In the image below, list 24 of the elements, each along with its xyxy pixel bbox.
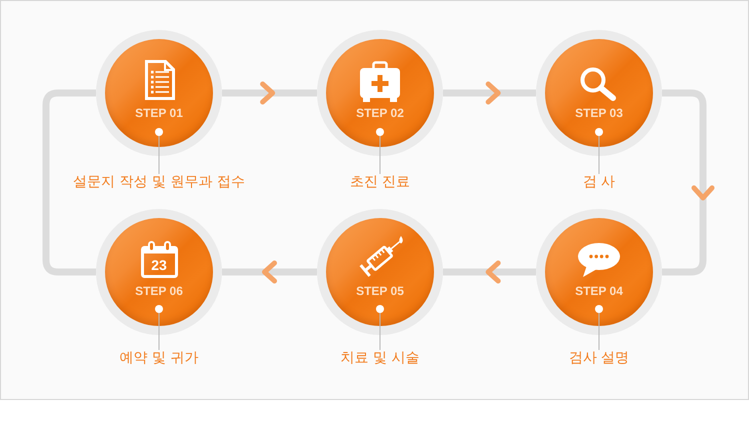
leader-dot xyxy=(595,128,603,136)
step-caption: 초진 진료 xyxy=(350,174,410,190)
step-caption: 예약 및 귀가 xyxy=(120,350,198,366)
leader-dot xyxy=(595,305,603,313)
step-label: STEP 01 xyxy=(135,106,183,120)
step-caption: 치료 및 시술 xyxy=(340,350,420,366)
calendar-date: 23 xyxy=(151,258,167,272)
leader-dot xyxy=(155,128,163,136)
connector-line xyxy=(42,90,96,276)
step-label: STEP 03 xyxy=(575,106,623,120)
leader-dot xyxy=(376,128,384,136)
leader-line xyxy=(598,312,600,350)
step-label: STEP 02 xyxy=(356,106,404,120)
step-caption: 검사 설명 xyxy=(568,350,630,366)
leader-line xyxy=(158,136,160,174)
leader-dot xyxy=(155,305,163,313)
leader-line xyxy=(598,136,600,174)
step-label: STEP 05 xyxy=(356,284,404,298)
step-caption: 설문지 작성 및 원무과 접수 xyxy=(73,174,245,190)
step-label: STEP 04 xyxy=(575,284,623,298)
leader-dot xyxy=(376,305,384,313)
leader-line xyxy=(158,312,160,350)
step-caption: 검 사 xyxy=(582,174,616,190)
step-label: STEP 06 xyxy=(135,284,183,298)
